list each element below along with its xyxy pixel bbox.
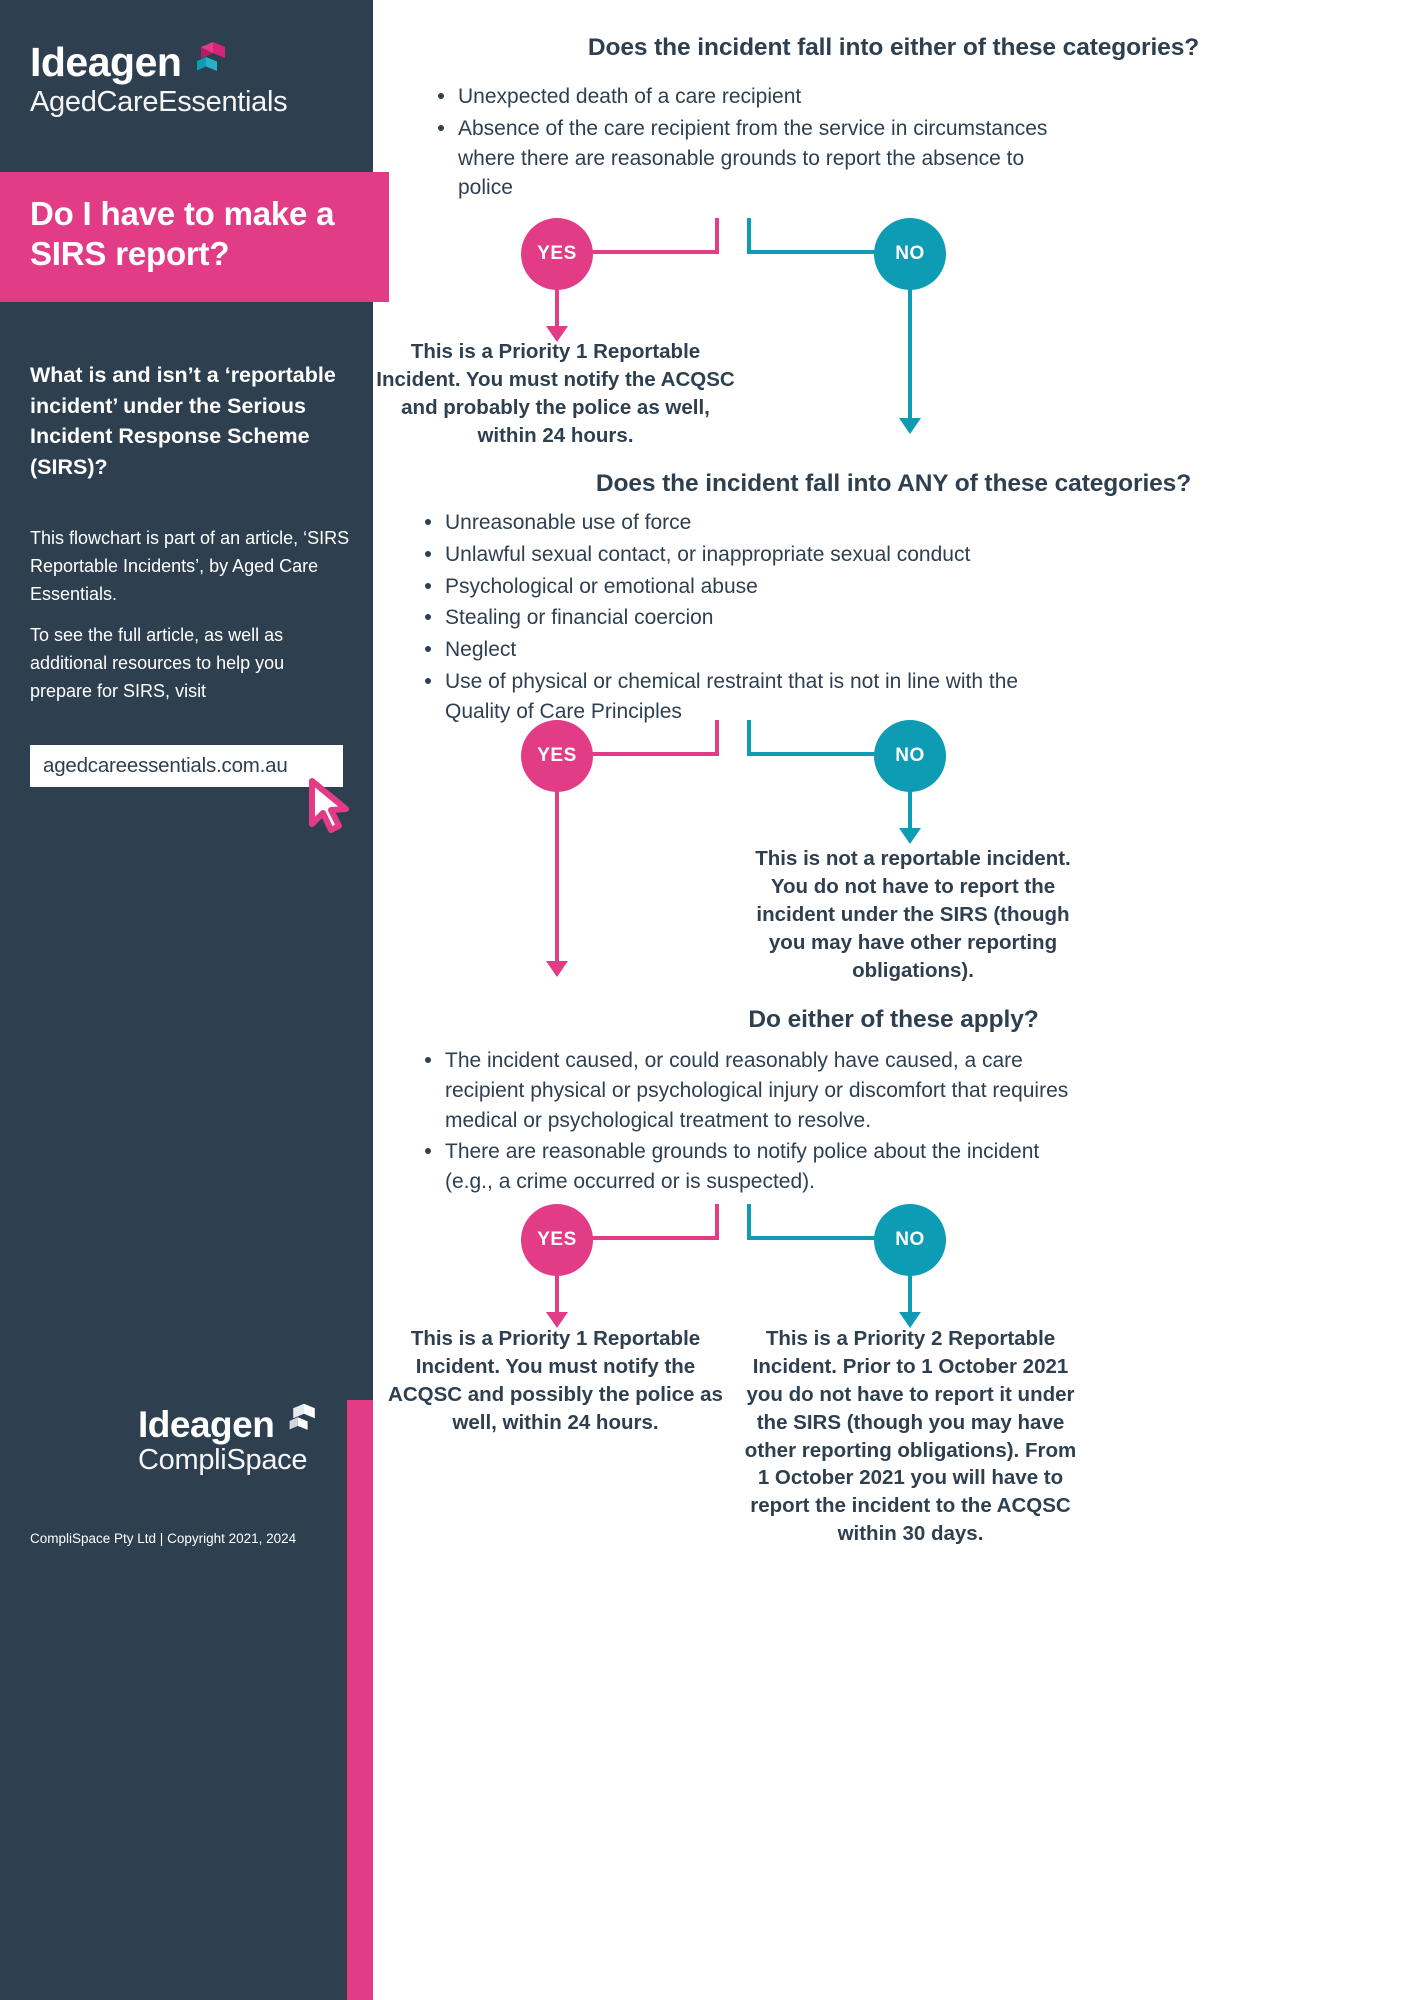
connector-no-1-horizontal [747, 250, 915, 254]
sidebar-paragraph-2: To see the full article, as well as addi… [30, 625, 285, 701]
website-url-text: agedcareessentials.com.au [43, 754, 288, 777]
arrow-no-2-head [899, 828, 921, 844]
connector-yes-3-vertical [715, 1204, 719, 1240]
arrow-no-3-head [899, 1312, 921, 1328]
no-node-1[interactable]: NO [874, 218, 946, 290]
yes-node-3[interactable]: YES [521, 1204, 593, 1276]
connector-no-3-vertical [747, 1204, 751, 1240]
list-item: Use of physical or chemical restraint th… [415, 667, 1055, 727]
arrow-yes-2-head [546, 961, 568, 977]
question-3-heading: Do either of these apply? [748, 1006, 1039, 1033]
connector-no-2-horizontal [747, 752, 915, 756]
complispace-cube-icon [289, 1403, 315, 1430]
arrow-yes-1-stem [555, 288, 559, 330]
connector-no-1-vertical [747, 218, 751, 254]
logo-bottom-product-text: CompliSpace [138, 1444, 308, 1476]
logo-ideagen-complispace: Ideagen CompliSpace [138, 1403, 358, 1477]
result-yes-1: This is a Priority 1 Reportable Incident… [376, 340, 735, 447]
sidebar-paragraph-1: This flowchart is part of an article, ‘S… [30, 528, 350, 604]
arrow-no-3-stem [908, 1274, 912, 1316]
website-url-button[interactable]: agedcareessentials.com.au [30, 745, 343, 787]
connector-yes-1-vertical [715, 218, 719, 254]
ideagen-cube-icon [197, 42, 225, 71]
no-node-1-label: NO [895, 243, 925, 264]
list-item: Psychological or emotional abuse [415, 572, 1055, 602]
sidebar-pink-accent-bar [347, 1400, 373, 2000]
result-no-3: This is a Priority 2 Reportable Incident… [744, 1327, 1077, 1546]
result-no-2: This is not a reportable incident. You d… [755, 847, 1071, 982]
arrow-yes-3-stem [555, 1274, 559, 1316]
arrow-yes-3-head [546, 1312, 568, 1328]
yes-node-2-label: YES [537, 745, 577, 766]
no-node-3[interactable]: NO [874, 1204, 946, 1276]
connector-no-2-vertical [747, 720, 751, 756]
connector-yes-1-horizontal [551, 250, 719, 254]
question-3-bullet-list: The incident caused, or could reasonably… [415, 1046, 1080, 1199]
no-node-2-label: NO [895, 745, 925, 766]
connector-yes-2-horizontal [551, 752, 719, 756]
yes-node-1-label: YES [537, 243, 577, 264]
arrow-no-2-stem [908, 790, 912, 832]
logo-bottom-brand-text: Ideagen [138, 1404, 275, 1445]
connector-no-3-horizontal [747, 1236, 915, 1240]
logo-brand-text: Ideagen [30, 39, 182, 85]
connector-yes-3-horizontal [551, 1236, 719, 1240]
sidebar: Ideagen AgedCareEssentials Do I have to … [0, 0, 389, 2000]
flowchart-main: Does the incident fall into either of th… [373, 0, 1414, 2000]
list-item: Stealing or financial coercion [415, 603, 1055, 633]
list-item: There are reasonable grounds to notify p… [415, 1137, 1080, 1197]
title-band: Do I have to make a SIRS report? [0, 172, 389, 302]
no-node-3-label: NO [895, 1229, 925, 1250]
sidebar-heading: What is and isn’t a ‘reportable incident… [30, 363, 336, 480]
mouse-cursor-icon [309, 778, 349, 833]
question-2-heading: Does the incident fall into ANY of these… [595, 470, 1192, 497]
yes-node-2[interactable]: YES [521, 720, 593, 792]
connector-yes-2-vertical [715, 720, 719, 756]
arrow-no-1-stem [908, 288, 912, 422]
yes-node-1[interactable]: YES [521, 218, 593, 290]
arrow-yes-2-stem [555, 790, 559, 965]
question-1-bullet-list: Unexpected death of a care recipient Abs… [428, 82, 1068, 205]
list-item: Unreasonable use of force [415, 508, 1055, 538]
question-1-heading: Does the incident fall into either of th… [587, 34, 1200, 61]
logo-product-text: AgedCareEssentials [30, 86, 288, 118]
copyright-text: CompliSpace Pty Ltd | Copyright 2021, 20… [30, 1531, 297, 1546]
list-item: Unexpected death of a care recipient [428, 82, 1068, 112]
question-2-bullet-list: Unreasonable use of force Unlawful sexua… [415, 508, 1055, 729]
page-title: Do I have to make a SIRS report? [30, 195, 335, 273]
yes-node-3-label: YES [537, 1229, 577, 1250]
arrow-no-1-head [899, 418, 921, 434]
list-item: Absence of the care recipient from the s… [428, 114, 1068, 203]
no-node-2[interactable]: NO [874, 720, 946, 792]
arrow-yes-1-head [546, 326, 568, 342]
list-item: The incident caused, or could reasonably… [415, 1046, 1080, 1135]
result-yes-3: This is a Priority 1 Reportable Incident… [388, 1327, 723, 1434]
list-item: Neglect [415, 635, 1055, 665]
logo-ideagen-agedcare: Ideagen AgedCareEssentials [30, 42, 330, 119]
list-item: Unlawful sexual contact, or inappropriat… [415, 540, 1055, 570]
